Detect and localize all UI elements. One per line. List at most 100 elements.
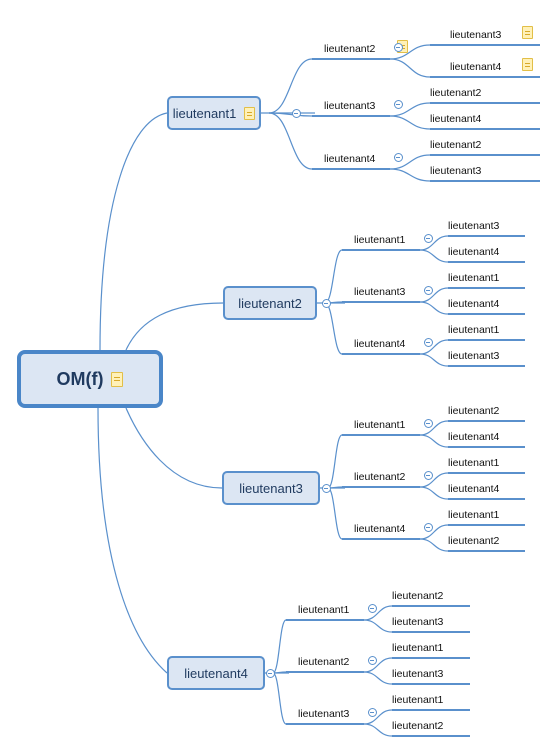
branch-node-1[interactable]: lieutenant1 — [167, 96, 261, 130]
leaf-node-label[interactable]: lieutenant1 — [392, 694, 444, 706]
leaf-node-label[interactable]: lieutenant4 — [450, 61, 502, 73]
connector-line — [363, 709, 393, 725]
collapse-toggle-icon[interactable] — [321, 298, 331, 308]
connector-line — [389, 154, 431, 170]
leaf-node-label[interactable]: lieutenant1 — [448, 509, 500, 521]
branch-node-label: lieutenant4 — [184, 665, 248, 681]
connector-line — [419, 420, 449, 436]
collapse-toggle-icon[interactable] — [367, 655, 377, 665]
connector-line — [419, 524, 449, 540]
leaf-node-label[interactable]: lieutenant3 — [392, 668, 444, 680]
note-icon[interactable] — [111, 371, 124, 387]
connector-line — [125, 407, 223, 489]
leaf-node-label[interactable]: lieutenant3 — [448, 350, 500, 362]
sub-node-label[interactable]: lieutenant4 — [354, 523, 406, 535]
sub-node-label[interactable]: lieutenant1 — [354, 419, 406, 431]
connector-line — [389, 102, 431, 117]
leaf-node-label[interactable]: lieutenant3 — [392, 616, 444, 628]
connector-line — [268, 58, 313, 114]
collapse-toggle-icon[interactable] — [423, 522, 433, 532]
sub-node-label[interactable]: lieutenant4 — [324, 153, 376, 165]
leaf-node-label[interactable]: lieutenant4 — [448, 431, 500, 443]
sub-node-label[interactable]: lieutenant3 — [354, 286, 406, 298]
leaf-node-label[interactable]: lieutenant3 — [450, 29, 502, 41]
connector-line — [419, 301, 449, 315]
collapse-toggle-icon[interactable] — [423, 418, 433, 428]
leaf-node-label[interactable]: lieutenant4 — [448, 246, 500, 258]
connector-line — [419, 538, 449, 552]
connector-line — [324, 249, 343, 304]
connector-line — [389, 115, 431, 130]
sub-node-label[interactable]: lieutenant2 — [324, 43, 376, 55]
leaf-node-label[interactable]: lieutenant4 — [448, 483, 500, 495]
collapse-toggle-icon[interactable] — [423, 233, 433, 243]
root-node[interactable]: OM(f) — [17, 350, 163, 408]
collapse-toggle-icon[interactable] — [367, 603, 377, 613]
leaf-node-label[interactable]: lieutenant1 — [448, 272, 500, 284]
leaf-node-label[interactable]: lieutenant4 — [430, 113, 482, 125]
connector-line — [268, 112, 313, 170]
collapse-toggle-icon[interactable] — [393, 152, 403, 162]
connector-line — [363, 657, 393, 673]
collapse-toggle-icon[interactable] — [393, 42, 403, 52]
sub-node-label[interactable]: lieutenant1 — [298, 604, 350, 616]
branch-node-4[interactable]: lieutenant4 — [167, 656, 265, 690]
collapse-toggle-icon[interactable] — [291, 108, 301, 118]
leaf-node-label[interactable]: lieutenant1 — [448, 324, 500, 336]
connector-line — [389, 44, 431, 60]
connector-line — [419, 287, 449, 303]
branch-node-3[interactable]: lieutenant3 — [222, 471, 320, 505]
collapse-toggle-icon[interactable] — [321, 483, 331, 493]
collapse-toggle-icon[interactable] — [423, 285, 433, 295]
sub-node-label[interactable]: lieutenant2 — [354, 471, 406, 483]
leaf-node-label[interactable]: lieutenant2 — [448, 405, 500, 417]
branch-node-2[interactable]: lieutenant2 — [223, 286, 317, 320]
branch-node-label: lieutenant3 — [239, 480, 303, 496]
connector-line — [324, 302, 343, 355]
collapse-toggle-icon[interactable] — [423, 470, 433, 480]
leaf-node-label[interactable]: lieutenant2 — [392, 720, 444, 732]
note-icon[interactable] — [244, 106, 256, 120]
sub-node-label[interactable]: lieutenant3 — [324, 100, 376, 112]
connector-line — [327, 487, 343, 540]
connector-line — [363, 619, 393, 633]
branch-node-label: lieutenant2 — [238, 295, 302, 311]
sub-node-label[interactable]: lieutenant4 — [354, 338, 406, 350]
leaf-node-label[interactable]: lieutenant1 — [392, 642, 444, 654]
leaf-node-label[interactable]: lieutenant1 — [448, 457, 500, 469]
connector-line — [363, 605, 393, 621]
collapse-toggle-icon[interactable] — [423, 337, 433, 347]
connector-line — [389, 168, 431, 182]
connector-line — [272, 619, 287, 674]
note-icon[interactable] — [522, 26, 533, 39]
leaf-node-label[interactable]: lieutenant3 — [448, 220, 500, 232]
connector-line — [419, 249, 449, 263]
leaf-node-label[interactable]: lieutenant2 — [392, 590, 444, 602]
leaf-node-label[interactable]: lieutenant2 — [430, 87, 482, 99]
connector-line — [327, 434, 343, 489]
collapse-toggle-icon[interactable] — [265, 668, 275, 678]
sub-node-label[interactable]: lieutenant1 — [354, 234, 406, 246]
collapse-toggle-icon[interactable] — [393, 99, 403, 109]
connector-line — [419, 486, 449, 500]
leaf-node-label[interactable]: lieutenant3 — [430, 165, 482, 177]
connector-line — [419, 235, 449, 251]
root-node-label: OM(f) — [56, 368, 104, 389]
connector-line — [268, 112, 313, 117]
sub-node-label[interactable]: lieutenant2 — [298, 656, 350, 668]
leaf-node-label[interactable]: lieutenant4 — [448, 298, 500, 310]
connector-line — [419, 339, 449, 355]
connector-line — [363, 671, 393, 685]
leaf-node-label[interactable]: lieutenant2 — [448, 535, 500, 547]
connector-line — [99, 112, 168, 351]
note-icon[interactable] — [522, 58, 533, 71]
connector-line — [419, 353, 449, 367]
collapse-toggle-icon[interactable] — [367, 707, 377, 717]
connector-line — [363, 723, 393, 737]
sub-node-label[interactable]: lieutenant3 — [298, 708, 350, 720]
connector-line — [272, 672, 287, 725]
leaf-node-label[interactable]: lieutenant2 — [430, 139, 482, 151]
branch-node-label: lieutenant1 — [172, 105, 237, 121]
